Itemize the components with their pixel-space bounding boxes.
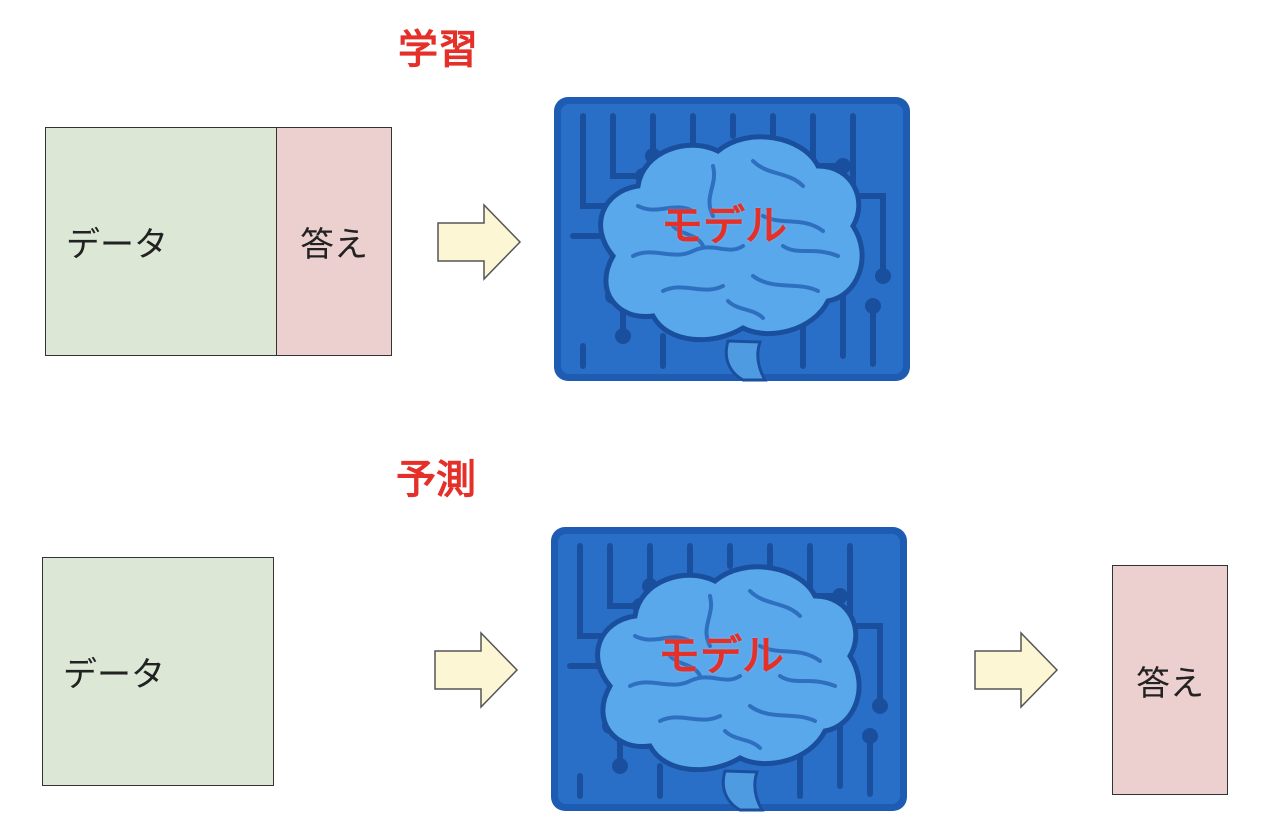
arrow-right-icon xyxy=(434,631,519,709)
prediction-model-image: モデル xyxy=(550,526,908,812)
arrow-right-icon xyxy=(437,203,522,281)
brain-circuit-icon xyxy=(554,97,910,382)
prediction-data-label: データ xyxy=(63,655,165,695)
prediction-answer-box: 答え xyxy=(1112,565,1228,795)
prediction-model-label: モデル xyxy=(658,631,785,680)
learning-data-box: データ xyxy=(45,127,277,356)
learning-model-image: モデル xyxy=(553,96,911,382)
arrow-right-icon xyxy=(974,631,1059,709)
learning-answer-box: 答え xyxy=(276,127,392,356)
learning-heading: 学習 xyxy=(398,27,478,73)
prediction-heading: 予測 xyxy=(396,457,476,503)
brain-circuit-icon xyxy=(551,527,907,812)
prediction-data-box: データ xyxy=(42,557,274,786)
prediction-answer-label: 答え xyxy=(1136,663,1204,704)
learning-data-label: データ xyxy=(66,225,168,265)
learning-model-label: モデル xyxy=(661,201,788,250)
learning-answer-label: 答え xyxy=(300,225,368,265)
